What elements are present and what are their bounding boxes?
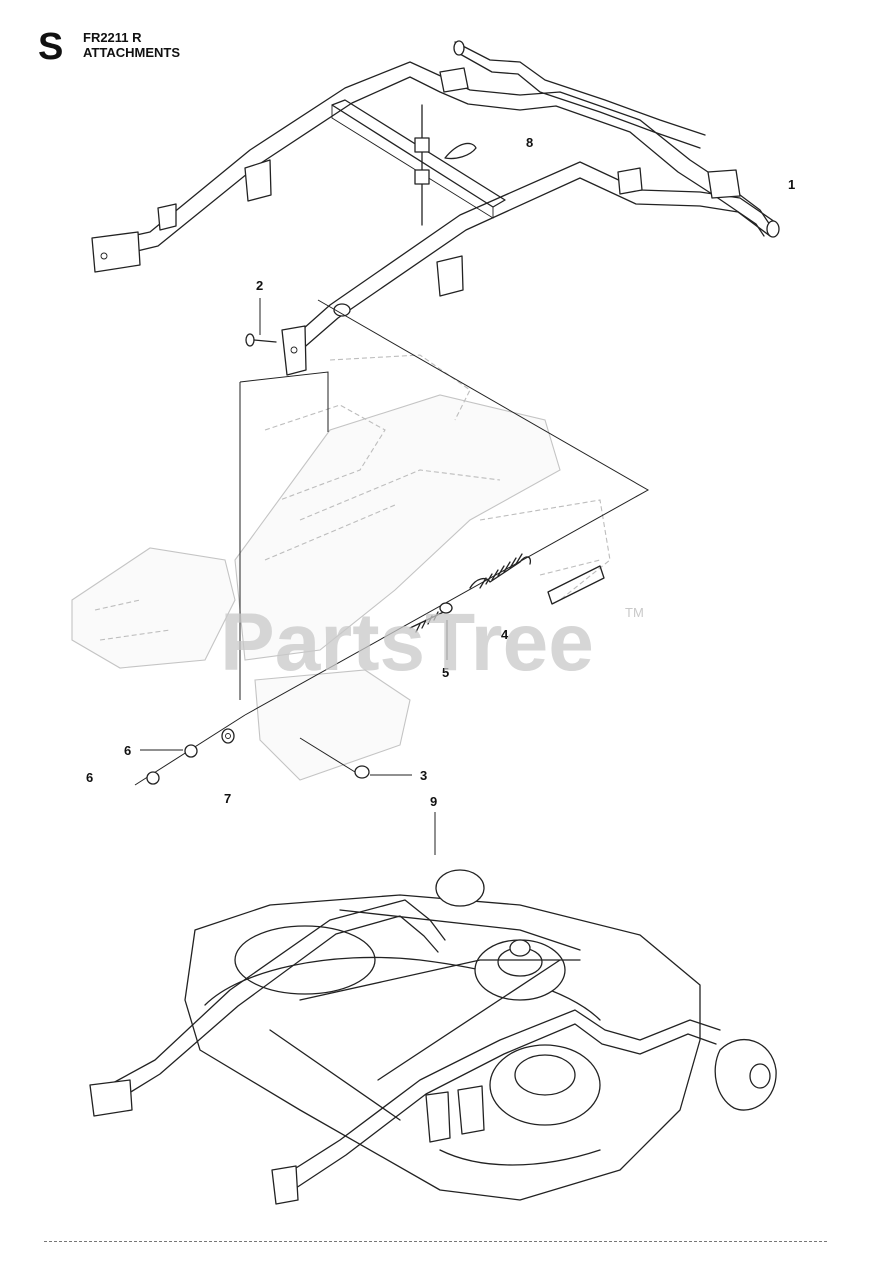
footer-divider — [44, 1241, 827, 1242]
watermark-trademark: TM — [625, 605, 644, 620]
part-1-lift-frame — [91, 40, 780, 376]
section-letter: S — [38, 26, 64, 68]
part-9-mower-deck — [89, 869, 777, 1205]
callout-8: 8 — [526, 135, 533, 150]
part-8-hanger-bar — [331, 99, 506, 226]
part-4-spring-rod — [409, 553, 605, 633]
callout-labels: 1 2 3 4 5 6 6 7 8 9 — [86, 135, 795, 809]
watermark: PartsTree TM — [220, 597, 644, 688]
hardware-washers-nuts — [146, 728, 370, 785]
callout-1: 1 — [788, 177, 795, 192]
callout-leaders — [140, 298, 448, 855]
callout-7: 7 — [224, 791, 231, 806]
diagram-title: ATTACHMENTS — [83, 45, 181, 60]
model-number: FR2211 R — [83, 30, 142, 45]
callout-6-lower: 6 — [86, 770, 93, 785]
callout-2: 2 — [256, 278, 263, 293]
callout-9: 9 — [430, 794, 437, 809]
callout-4: 4 — [501, 627, 509, 642]
watermark-logo: PartsTree — [220, 597, 594, 688]
ghost-tractor-frame — [71, 354, 611, 781]
callout-5: 5 — [442, 665, 449, 680]
part-2-bolt — [245, 333, 277, 347]
callout-6-upper: 6 — [124, 743, 131, 758]
callout-3: 3 — [420, 768, 427, 783]
